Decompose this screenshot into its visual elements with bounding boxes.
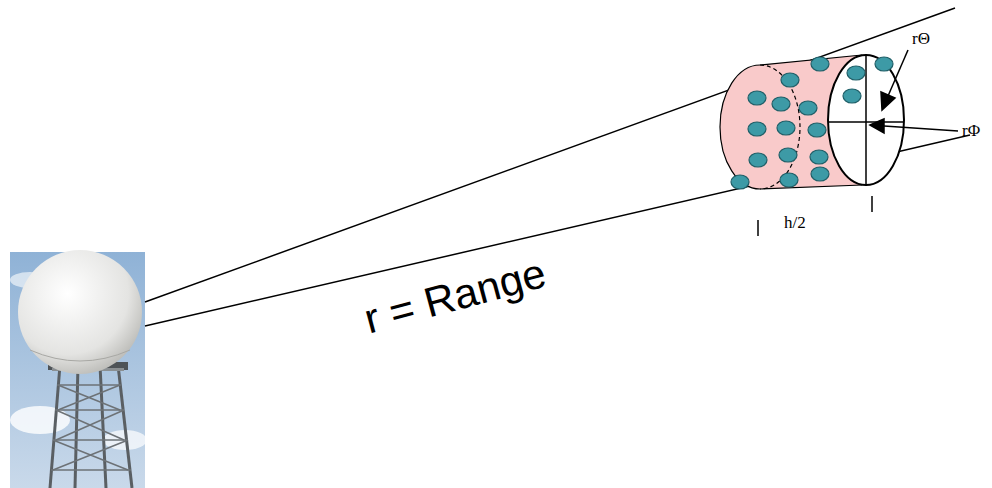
dimension-label: h/2 xyxy=(784,214,806,231)
angle-label: rΦ xyxy=(962,122,980,139)
angle-label: rΘ xyxy=(912,30,930,47)
radar-photo xyxy=(10,250,147,488)
dimension-ticks xyxy=(758,196,872,236)
range-label: r = Range xyxy=(360,252,550,341)
leader-arrows xyxy=(870,50,958,133)
beam-lines xyxy=(145,8,970,326)
pulse-volume xyxy=(720,55,904,189)
